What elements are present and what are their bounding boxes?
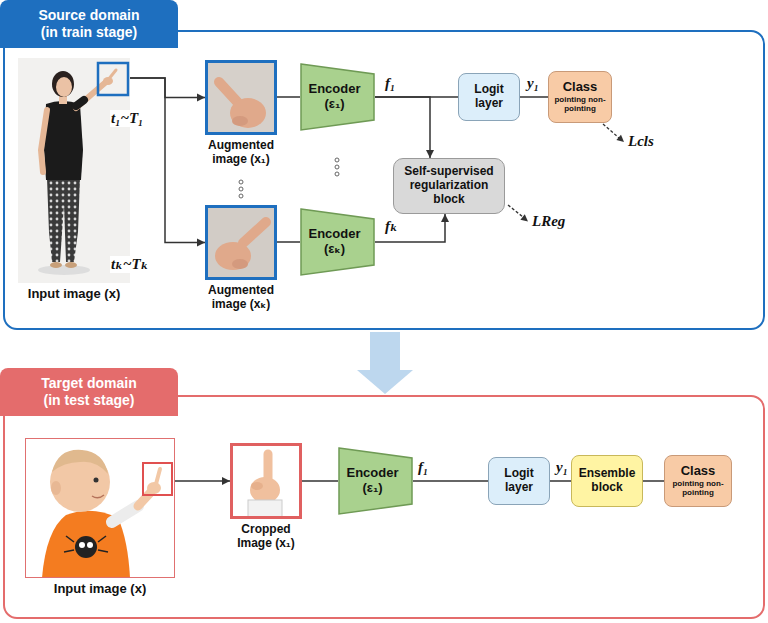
arrow-head: [222, 477, 230, 485]
image-label: Cropped Image (x₁): [226, 523, 306, 551]
cropped-image: Cropped Image (x₁): [226, 443, 306, 551]
transfer-arrow: [357, 332, 413, 394]
arrow-head: [441, 214, 449, 222]
regularization-block: Self-supervised regularization block: [393, 158, 505, 214]
connector: [375, 97, 434, 158]
connector: [277, 242, 300, 243]
connector-line: [413, 480, 488, 482]
loss-leader: [508, 124, 624, 222]
image-label: Input image (x): [9, 287, 139, 302]
class-box: Classpointing non-pointing: [664, 455, 732, 507]
encoder-block: Encoder (εₖ): [300, 208, 375, 276]
box-label: Class: [670, 464, 726, 479]
class-box: Classpointing non-pointing: [548, 71, 612, 123]
connector: [130, 78, 205, 102]
connector: [550, 481, 571, 482]
augmented-image: Augmented image (xₖ): [201, 205, 281, 312]
cropped-hand: [230, 443, 302, 519]
augmented-image: Augmented image (x₁): [201, 60, 281, 167]
augmented-image-frame: [205, 60, 277, 135]
edge-label: fₖ: [384, 218, 399, 235]
loss-label: Lcls: [627, 133, 655, 150]
encoder-trapezoid: [301, 209, 374, 275]
encoder-trapezoid: [301, 64, 374, 130]
connector-line: [375, 97, 430, 158]
connector-line: [302, 480, 338, 482]
logit-layer: Logit layer: [458, 73, 520, 121]
augmented-hand-1: [205, 60, 277, 135]
edge-label: y₁: [555, 459, 569, 476]
encoder-block: Encoder (ε₁): [300, 63, 375, 131]
edge-label: y₁: [526, 75, 540, 92]
box-label: Ensemble block: [576, 467, 638, 495]
connector: [643, 481, 664, 482]
edge-label: f₁: [417, 459, 429, 476]
box-label: Encoder (εₖ): [304, 227, 366, 257]
connector: [357, 332, 413, 394]
connector-line: [520, 96, 548, 98]
box-label: Class: [553, 80, 607, 95]
cropped-image-frame: [230, 443, 302, 519]
target-panel: Target domain (in test stage)Input image…: [3, 395, 765, 619]
arrow-head: [197, 239, 205, 247]
augmented-hand-k: [205, 205, 277, 280]
arrow-head: [197, 94, 205, 102]
connector: [277, 97, 300, 98]
edge-label: tₖ~Tₖ: [110, 256, 150, 273]
class-options: pointing non-pointing: [553, 95, 607, 113]
input-image: Input image (x): [25, 438, 175, 597]
edge-label: f₁: [384, 75, 396, 92]
loss-label: LReg: [531, 213, 566, 230]
connector-line: [175, 480, 230, 482]
connector: [130, 78, 205, 247]
woman-photo: [18, 58, 130, 283]
encoder-trapezoid: [339, 448, 412, 514]
baby-photo: [25, 438, 175, 578]
class-options: pointing non-pointing: [670, 479, 726, 497]
box-label: Encoder (ε₁): [304, 82, 366, 112]
box-label: Self-supervised regularization block: [399, 165, 499, 206]
domain-tab: Target domain (in test stage): [0, 368, 178, 416]
connector-line: [643, 480, 664, 482]
input-image-frame: [18, 58, 130, 283]
connector: [175, 477, 230, 485]
connector: [302, 481, 338, 482]
input-image-frame: [25, 438, 175, 578]
connector-line: [375, 214, 445, 242]
edge-label: t₁~T₁: [110, 110, 144, 127]
image-label: Augmented image (x₁): [201, 139, 281, 167]
connector-line: [130, 78, 205, 98]
augmented-image-frame: [205, 205, 277, 280]
connector-line: [550, 480, 571, 482]
image-label: Augmented image (xₖ): [201, 284, 281, 312]
box-label: Logit layer: [464, 83, 514, 111]
box-label: Logit layer: [494, 467, 544, 495]
connector: [375, 214, 449, 242]
connector-line: [130, 78, 205, 243]
image-label: Input image (x): [35, 582, 165, 597]
ensemble-block: Ensemble block: [571, 455, 643, 507]
logit-layer: Logit layer: [488, 457, 550, 505]
connector-line: [277, 96, 300, 98]
encoder-block: Encoder (ε₁): [338, 447, 413, 515]
connector: [413, 481, 488, 482]
domain-tab: Source domain (in train stage): [0, 0, 178, 48]
connector: [520, 97, 548, 98]
connector-line: [277, 241, 300, 243]
arrow-head: [426, 150, 434, 158]
box-label: Encoder (ε₁): [342, 466, 404, 496]
